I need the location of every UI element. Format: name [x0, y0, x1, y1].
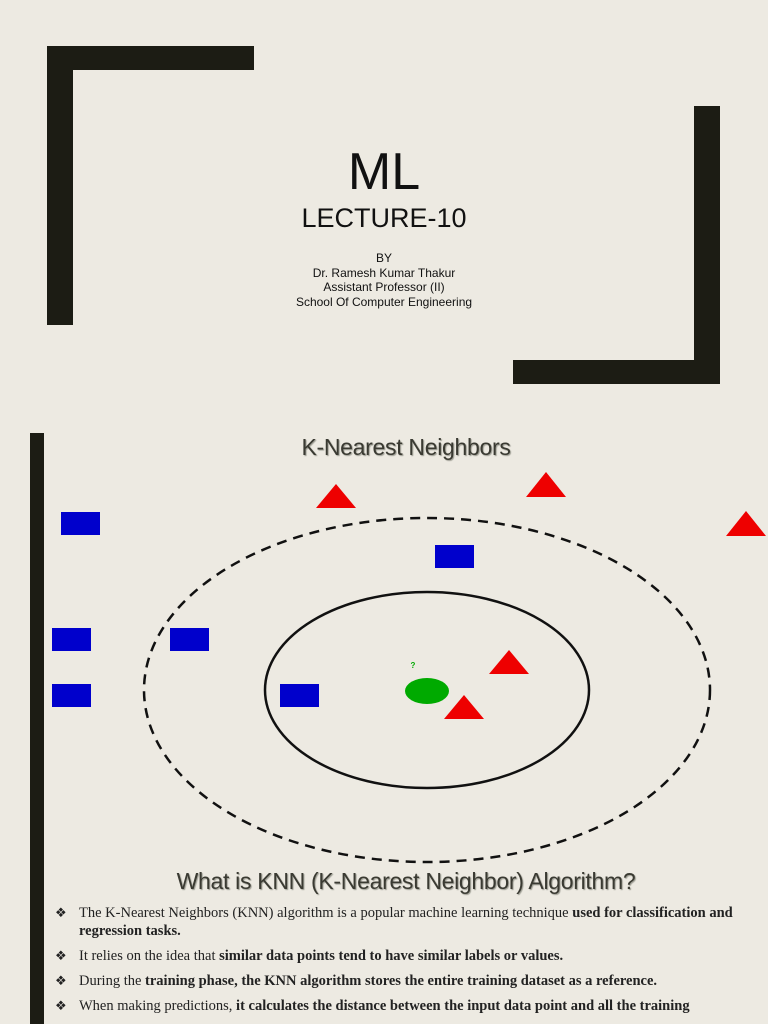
bracket-top-left-vertical — [47, 46, 73, 325]
slide-left-rule — [30, 433, 44, 1024]
author-position: Assistant Professor (II) — [323, 280, 445, 294]
slide-subtitle: LECTURE-10 — [301, 203, 467, 233]
class-a-point — [61, 512, 100, 535]
query-point — [405, 678, 449, 704]
inner-neighborhood-circle — [263, 590, 591, 790]
knn-slide: K-Nearest Neighbors ? What is KNN (K-Nea… — [0, 410, 768, 1024]
list-item: ❖ The K-Nearest Neighbors (KNN) algorith… — [55, 905, 733, 939]
diamond-bullet-icon: ❖ — [55, 948, 67, 963]
class-a-point — [52, 684, 91, 707]
class-b-point — [316, 484, 356, 508]
section-title: What is KNN (K-Nearest Neighbor) Algorit… — [176, 868, 636, 894]
outer-neighborhood-circle — [142, 516, 712, 864]
class-a-point — [280, 684, 319, 707]
diamond-bullet-icon: ❖ — [55, 905, 67, 920]
diamond-bullet-icon: ❖ — [55, 998, 67, 1013]
diamond-bullet-icon: ❖ — [55, 973, 67, 988]
bracket-bottom-right-horizontal — [513, 360, 720, 384]
list-item: ❖ During the training phase, the KNN alg… — [55, 973, 658, 989]
title-slide: ML LECTURE-10 BY Dr. Ramesh Kumar Thakur… — [0, 0, 768, 410]
class-a-point — [170, 628, 209, 651]
list-item: ❖ It relies on the idea that similar dat… — [55, 948, 564, 964]
class-b-point — [489, 650, 529, 674]
slide-title: ML — [347, 143, 421, 201]
class-b-point — [526, 472, 566, 497]
author-by: BY — [375, 251, 392, 265]
class-a-point — [52, 628, 91, 651]
knn-diagram: ? — [52, 472, 766, 864]
diagram-title: K-Nearest Neighbors — [301, 434, 511, 460]
query-point-label: ? — [411, 661, 416, 670]
author-block: BY Dr. Ramesh Kumar Thakur Assistant Pro… — [0, 251, 768, 309]
bracket-bottom-right-vertical — [694, 106, 720, 384]
list-item: ❖ When making predictions, it calculates… — [55, 998, 690, 1014]
class-b-point — [726, 511, 766, 536]
class-b-point — [444, 695, 484, 719]
bullet-list: ❖ The K-Nearest Neighbors (KNN) algorith… — [55, 904, 767, 1022]
bracket-top-left-horizontal — [47, 46, 254, 70]
author-name: Dr. Ramesh Kumar Thakur — [312, 265, 456, 280]
class-a-point — [435, 545, 474, 568]
author-school: School Of Computer Engineering — [295, 294, 473, 309]
